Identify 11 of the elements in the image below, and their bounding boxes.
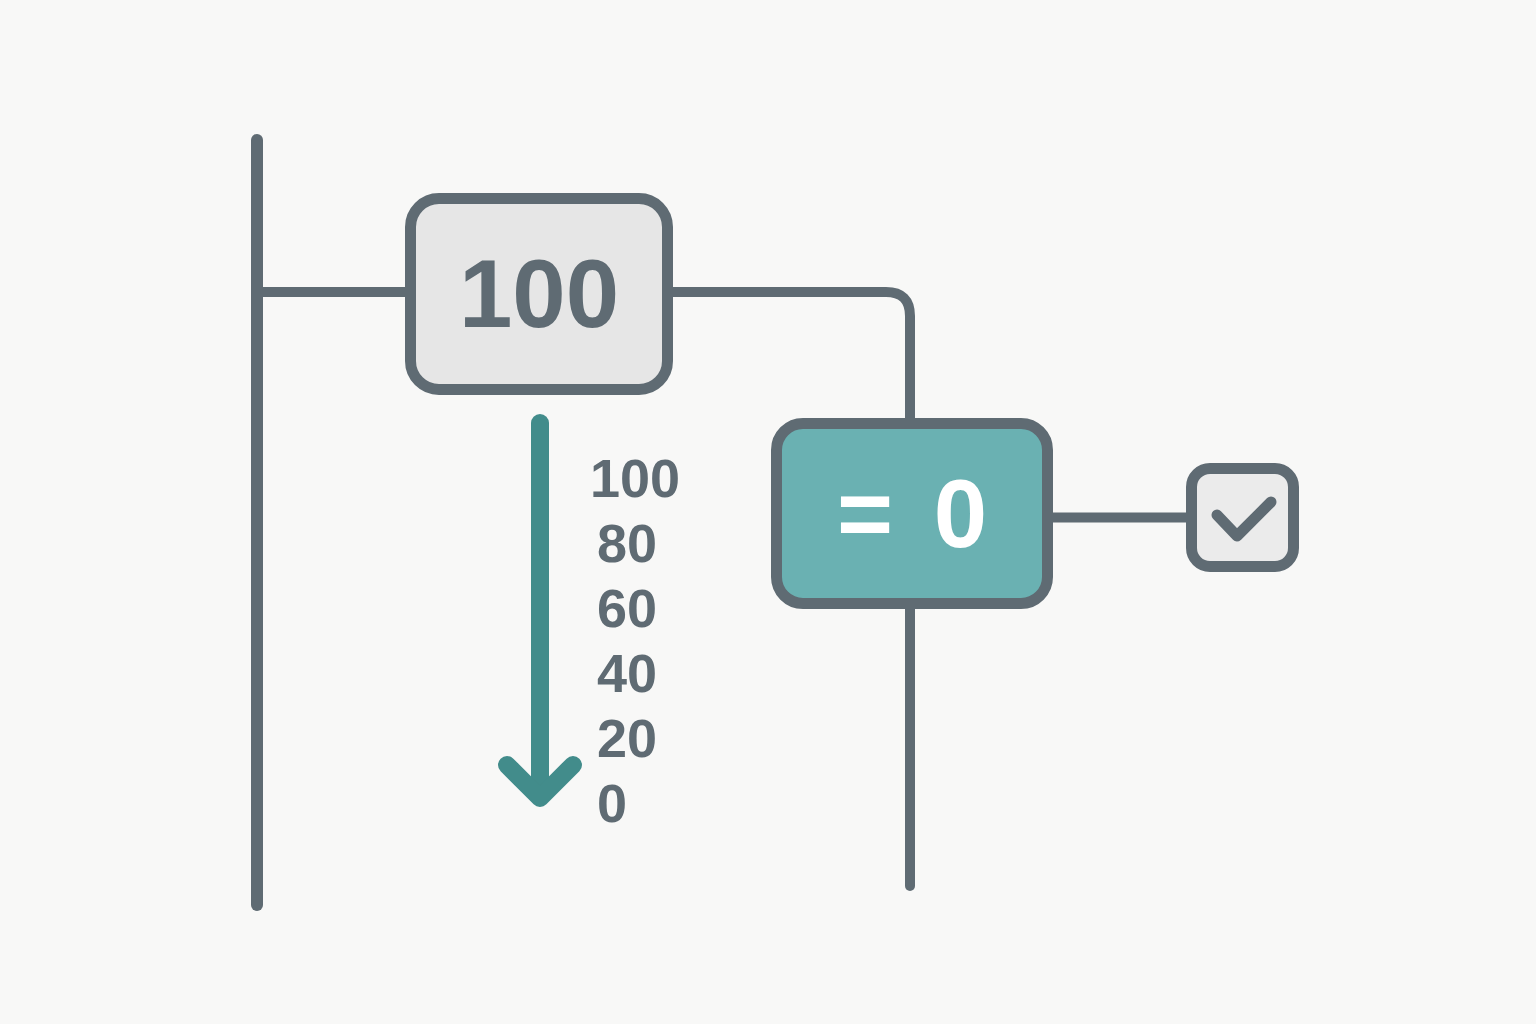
value-text: 100 bbox=[458, 246, 620, 342]
scale-number: 40 bbox=[597, 643, 658, 703]
value-box bbox=[405, 193, 673, 395]
scale-number: 0 bbox=[597, 773, 628, 833]
checkbox bbox=[1186, 463, 1299, 572]
scale-number: 20 bbox=[597, 708, 658, 768]
scale-number: 100 bbox=[590, 448, 681, 508]
result-box bbox=[771, 418, 1053, 609]
result-text: = 0 bbox=[836, 465, 988, 562]
scale-number: 60 bbox=[597, 578, 658, 638]
scale-number: 80 bbox=[597, 513, 658, 573]
